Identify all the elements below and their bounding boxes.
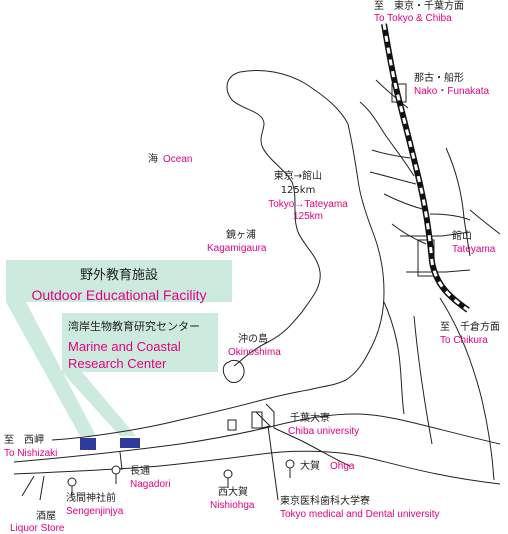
label-kagamigaura-jp: 鏡ヶ浦 <box>226 230 256 241</box>
label-ocean-en: Ocean <box>163 154 193 165</box>
label-liquor-en: Liquor Store <box>10 523 65 534</box>
railway-track-icon <box>381 23 470 313</box>
outdoor-facility-callout: 野外教育施設 Outdoor Educational Facility <box>6 260 232 303</box>
outdoor-facility-title-jp: 野外教育施設 <box>79 268 158 283</box>
label-okinoshima-jp: 沖の島 <box>238 334 268 345</box>
label-kagamigaura-en: Kagamigaura <box>207 243 267 254</box>
label-nishizaki-en: To Nishizaki <box>4 448 58 459</box>
label-sengenjinjya-en: Sengenjinjya <box>66 506 124 517</box>
label-nagadori-jp: 長通 <box>130 466 150 477</box>
bus-stop-icon <box>67 477 77 496</box>
bus-stop-icon <box>223 469 233 488</box>
marine-center-title-en-line1: Marine and Coastal <box>68 339 181 354</box>
label-ohga-en: Ohga <box>330 461 355 472</box>
label-nako-jp: 那古・船形 <box>414 73 464 84</box>
label-route-km: 125km <box>280 185 316 196</box>
label-tateyama-en: Tateyama <box>452 244 496 255</box>
label-tateyama-jp: 館山 <box>452 231 472 242</box>
label-nagadori-en: Nagadori <box>130 479 171 490</box>
label-nishizaki-jp: 至 西岬 <box>4 435 44 446</box>
label-liquor-jp: 酒屋 <box>36 511 56 522</box>
label-route-en: Tokyo→Tateyama <box>268 199 348 210</box>
label-ohga-jp: 大賀 <box>300 461 320 472</box>
label-tokyo-chiba-jp: 至 東京・千葉方面 <box>374 1 464 12</box>
marine-callout-pointer <box>62 372 136 436</box>
okinoshima-island <box>222 359 245 383</box>
label-sengenjinjya-jp: 浅間神社前 <box>66 493 116 504</box>
label-tokyo-chiba-en: To Tokyo & Chiba <box>374 13 452 24</box>
label-chikura-jp: 至 千倉方面 <box>440 322 500 333</box>
label-tmd-univ-en: Tokyo medical and Dental university <box>280 509 440 520</box>
railway-track-ties <box>382 23 469 312</box>
label-route-jp: 東京→館山 <box>273 171 323 182</box>
facility-square-icon <box>80 438 96 450</box>
facility-square-icon <box>120 438 140 448</box>
coastline <box>51 70 385 441</box>
building-chiba-dorm <box>227 419 237 431</box>
marine-center-callout: 湾岸生物教育研究センター Marine and Coastal Research… <box>62 313 218 372</box>
label-chiba-univ-jp: 千葉大寮 <box>290 413 330 424</box>
label-nishiohga-jp: 西大賀 <box>218 487 248 498</box>
label-nishiohga-en: Nishiohga <box>210 500 255 511</box>
marine-center-title-jp: 湾岸生物教育研究センター <box>68 320 200 333</box>
outdoor-callout-pointer <box>6 302 96 436</box>
bus-stop-icon <box>111 465 121 484</box>
tmd-leader-line <box>267 425 279 501</box>
label-ocean-jp: 海 <box>148 154 158 165</box>
label-tmd-univ-jp: 東京医科歯科大学寮 <box>280 496 370 507</box>
marine-center-title-en-line2: Research Center <box>68 356 167 371</box>
label-chiba-univ-en: Chiba university <box>288 426 360 437</box>
label-route-en-km: 125km <box>292 211 323 222</box>
label-chikura-en: To Chikura <box>440 335 488 346</box>
label-nako-en: Nako・Funakata <box>414 86 490 97</box>
bus-stop-icon <box>285 459 295 478</box>
road-network <box>13 79 501 501</box>
label-okinoshima-en: Okinoshima <box>228 347 281 358</box>
outdoor-facility-title-en: Outdoor Educational Facility <box>31 287 207 303</box>
